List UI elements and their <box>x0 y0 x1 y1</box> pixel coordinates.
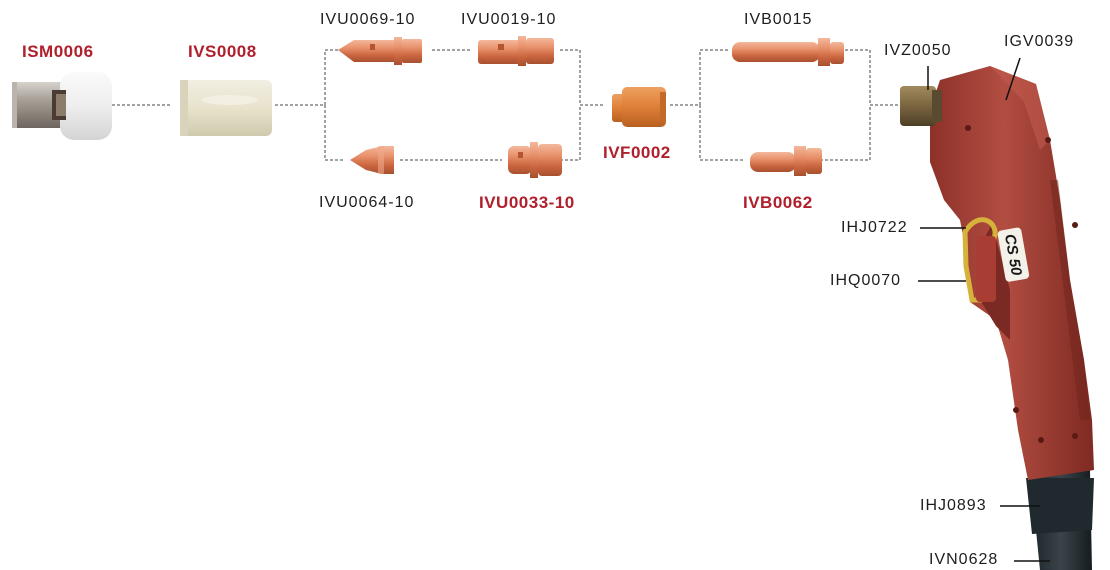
label-ism0006: ISM0006 <box>22 42 94 61</box>
label-ivf0002: IVF0002 <box>603 143 671 162</box>
label-ivn0628: IVN0628 <box>929 551 999 568</box>
part-ivu0064-image <box>350 146 394 174</box>
label-ivb0015: IVB0015 <box>744 11 813 28</box>
part-ivu0019-image <box>478 36 554 66</box>
part-ivs0008-image <box>180 80 272 136</box>
label-ivz0050: IVZ0050 <box>884 42 952 59</box>
label-ivu0019: IVU0019-10 <box>461 11 557 28</box>
part-ivz0050-image <box>900 86 942 126</box>
torch-marking-plate: CS 50 <box>997 227 1030 282</box>
part-ivb0062-image <box>750 146 822 176</box>
part-ivu0033-image <box>508 142 562 178</box>
label-ivu0064: IVU0064-10 <box>319 194 415 211</box>
leader-lines <box>918 57 1050 562</box>
connector-lines <box>112 49 900 161</box>
part-ivb0015-image <box>732 38 844 66</box>
label-igv0039: IGV0039 <box>1004 33 1075 50</box>
label-ivu0033: IVU0033-10 <box>479 193 575 212</box>
part-ism0006-image <box>12 72 112 140</box>
label-ivu0069: IVU0069-10 <box>320 11 416 28</box>
label-ihq0070: IHQ0070 <box>830 272 902 289</box>
trigger-image <box>962 217 998 303</box>
part-ivf0002-image <box>612 87 666 127</box>
label-ivb0062: IVB0062 <box>743 193 813 212</box>
label-ihj0722: IHJ0722 <box>841 219 908 236</box>
label-ivs0008: IVS0008 <box>188 42 257 61</box>
part-ivu0069-image <box>338 37 422 65</box>
torch-body-image <box>930 66 1094 570</box>
label-ihj0893: IHJ0893 <box>920 497 987 514</box>
